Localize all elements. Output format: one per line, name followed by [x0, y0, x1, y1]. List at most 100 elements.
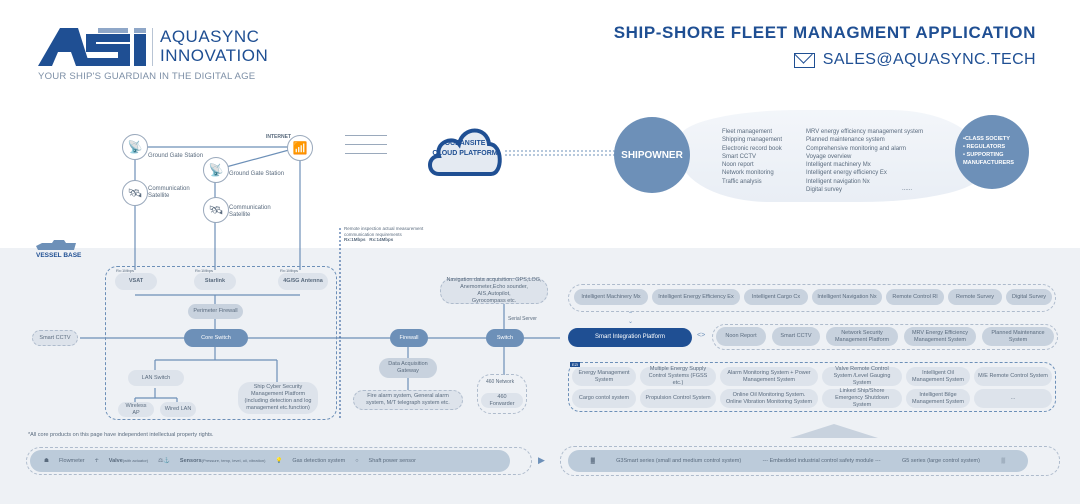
vsat-node[interactable]: VSAT [115, 273, 157, 290]
brand-name-line1: AQUASYNC [160, 27, 260, 46]
g5-cabinet-icon: ▒ [1001, 458, 1006, 464]
460-network-label: 460 Network [486, 379, 515, 385]
top-module-pill[interactable]: Intelligent Navigation Nx [812, 289, 882, 305]
control-system-pill[interactable]: Alarm Monitoring System + Power Manageme… [720, 367, 818, 386]
control-systems-frame [568, 362, 1056, 412]
side-module-pill[interactable]: Noon Report [716, 327, 766, 346]
lan-switch-node[interactable]: LAN Switch [128, 370, 184, 386]
control-system-pill[interactable]: Cargo contol system [572, 389, 636, 408]
valve-label: Valve(with actuator) [108, 458, 149, 464]
firewall-node[interactable]: Firewall [390, 329, 428, 347]
top-module-pill[interactable]: Remote Control Rl [886, 289, 944, 305]
side-module-pill[interactable]: Network Security Management Platform [826, 327, 898, 346]
page-title: SHIP-SHORE FLEET MANAGMENT APPLICATION [613, 23, 1036, 42]
ground-station-icon: 📡 [122, 134, 148, 160]
control-system-pill[interactable]: Intelligent Bilge Management System [906, 389, 970, 408]
control-system-pill[interactable]: Intelligent Oil Management System [906, 367, 970, 386]
4g5g-speed: Rx:1Mbps [280, 268, 299, 273]
control-system-pill[interactable]: Multiple Energy Supply Control Systems (… [640, 366, 716, 386]
switch-node[interactable]: Switch [486, 329, 524, 347]
smart-cctv-node[interactable]: Smart CCTV [32, 330, 78, 346]
g3-series-label: G3Smart series (small and medium control… [616, 458, 742, 464]
contact-email[interactable]: SALES@AQUASYNC.TECH [793, 51, 1036, 69]
sensors-label: Sensors(Pressure, temp, level, oil, vibr… [179, 458, 266, 464]
ip-rights-note: *All core products on this page have ind… [28, 432, 214, 438]
ground-station-2-label: Ground Gate Station [229, 171, 285, 177]
valve-icon: ☥ [94, 458, 99, 464]
top-module-pill[interactable]: Remote Survey [948, 289, 1002, 305]
legend-arrow-dashed [345, 144, 387, 145]
safety-module-label: --- Embedded industrial control safety m… [762, 458, 881, 464]
wired-lan-node[interactable]: Wired LAN [160, 402, 196, 417]
bidirectional-arrow-icon: <> [697, 332, 706, 339]
internet-label: INTERNET [266, 134, 291, 140]
triangle-pointer [790, 424, 878, 438]
shipowner-node: SHIPOWNER [614, 117, 690, 193]
satellite-icon: 🛰 [122, 180, 148, 206]
satellite-icon: 🛰 [203, 197, 229, 223]
core-switch-node[interactable]: Core Switch [184, 329, 248, 347]
legend-arrow-solid [345, 153, 387, 154]
services-band [680, 110, 980, 202]
control-system-pill[interactable]: Linked Ship/Shore Emergency Shutdown Sys… [822, 388, 902, 408]
ezi-tag: EZI [570, 362, 581, 367]
antenna-tower-icon: 📶 [287, 135, 313, 161]
control-system-pill[interactable]: Propulsion Control System [640, 389, 716, 408]
controllers-bar: ▓ G3Smart series (small and medium contr… [568, 450, 1028, 472]
top-module-pill[interactable]: Intelligent Machinery Mx [574, 289, 648, 305]
gas-detection-icon: 💡 [275, 458, 283, 464]
communication-frame [105, 266, 337, 420]
sensors-icon: ⚖⚓ [158, 458, 170, 464]
navigation-data-node[interactable]: Navigation data acquisition: GPS,LOG,Ane… [440, 277, 548, 304]
g3-cabinet-icon: ▓ [590, 458, 595, 464]
email-text[interactable]: SALES@AQUASYNC.TECH [822, 51, 1036, 68]
logo-mark [38, 28, 146, 66]
side-modules-frame [712, 324, 1058, 350]
control-system-pill[interactable]: M/E Remote Control System [974, 367, 1052, 386]
ground-station-icon: 📡 [203, 157, 229, 183]
control-system-pill[interactable]: Valve Remote Control System /Level Gaugi… [822, 366, 902, 386]
top-module-pill[interactable]: Digital Survey [1006, 289, 1052, 305]
serial-server-label: Serial Server [508, 316, 537, 322]
4g5g-antenna-node[interactable]: 4G/5G Antenna [278, 273, 328, 290]
side-module-pill[interactable]: Planned Maintenance System [982, 327, 1054, 346]
legend-arrow-dotted [345, 135, 387, 136]
smart-integration-platform-node[interactable]: Smart Integration Platform [568, 328, 692, 347]
460-frame [477, 374, 527, 414]
control-system-pill[interactable]: Online Oil Monitoring System. Online Vib… [720, 389, 818, 408]
envelope-icon [793, 52, 815, 68]
control-system-pill[interactable]: ... [974, 389, 1052, 408]
460-forwarder-node[interactable]: 460 Forwarder [481, 393, 523, 408]
stakeholders-node: •CLASS SOCIETY• REGULATORS• SUPPORTING M… [955, 115, 1029, 189]
sensors-frame [26, 447, 532, 475]
wireless-ap-node[interactable]: Wireless AP [118, 402, 154, 417]
control-system-pill[interactable]: Energy Management System [572, 367, 636, 386]
cloud-icon [428, 128, 502, 176]
top-modules-frame [568, 284, 1056, 312]
shaft-sensor-icon: ○ [355, 458, 359, 464]
arrow-right-icon: ▶ [538, 455, 545, 465]
starlink-node[interactable]: Starlink [194, 273, 236, 290]
side-module-pill[interactable]: MRV Energy Efficiency Management System [904, 327, 976, 346]
starlink-speed: Rx:1Mbps [195, 268, 214, 273]
side-module-pill[interactable]: Smart CCTV [772, 327, 820, 346]
ground-station-1-label: Ground Gate Station [148, 153, 204, 159]
logo-divider [152, 28, 153, 66]
perimeter-firewall-node[interactable]: Perimeter Firewall [188, 304, 243, 319]
top-module-pill[interactable]: Intelligent Cargo Cx [744, 289, 808, 305]
flowmeter-icon: ☗ [44, 458, 49, 464]
vessel-base-label: VESSEL BASE [36, 252, 82, 259]
top-module-pill[interactable]: Intelligent Energy Efficiency Ex [652, 289, 740, 305]
controllers-frame [560, 446, 1060, 476]
vsat-speed: Rx:1Mbps [116, 268, 135, 273]
ship-icon [36, 240, 76, 250]
g5-series-label: G5 series (large control system) [902, 458, 980, 464]
